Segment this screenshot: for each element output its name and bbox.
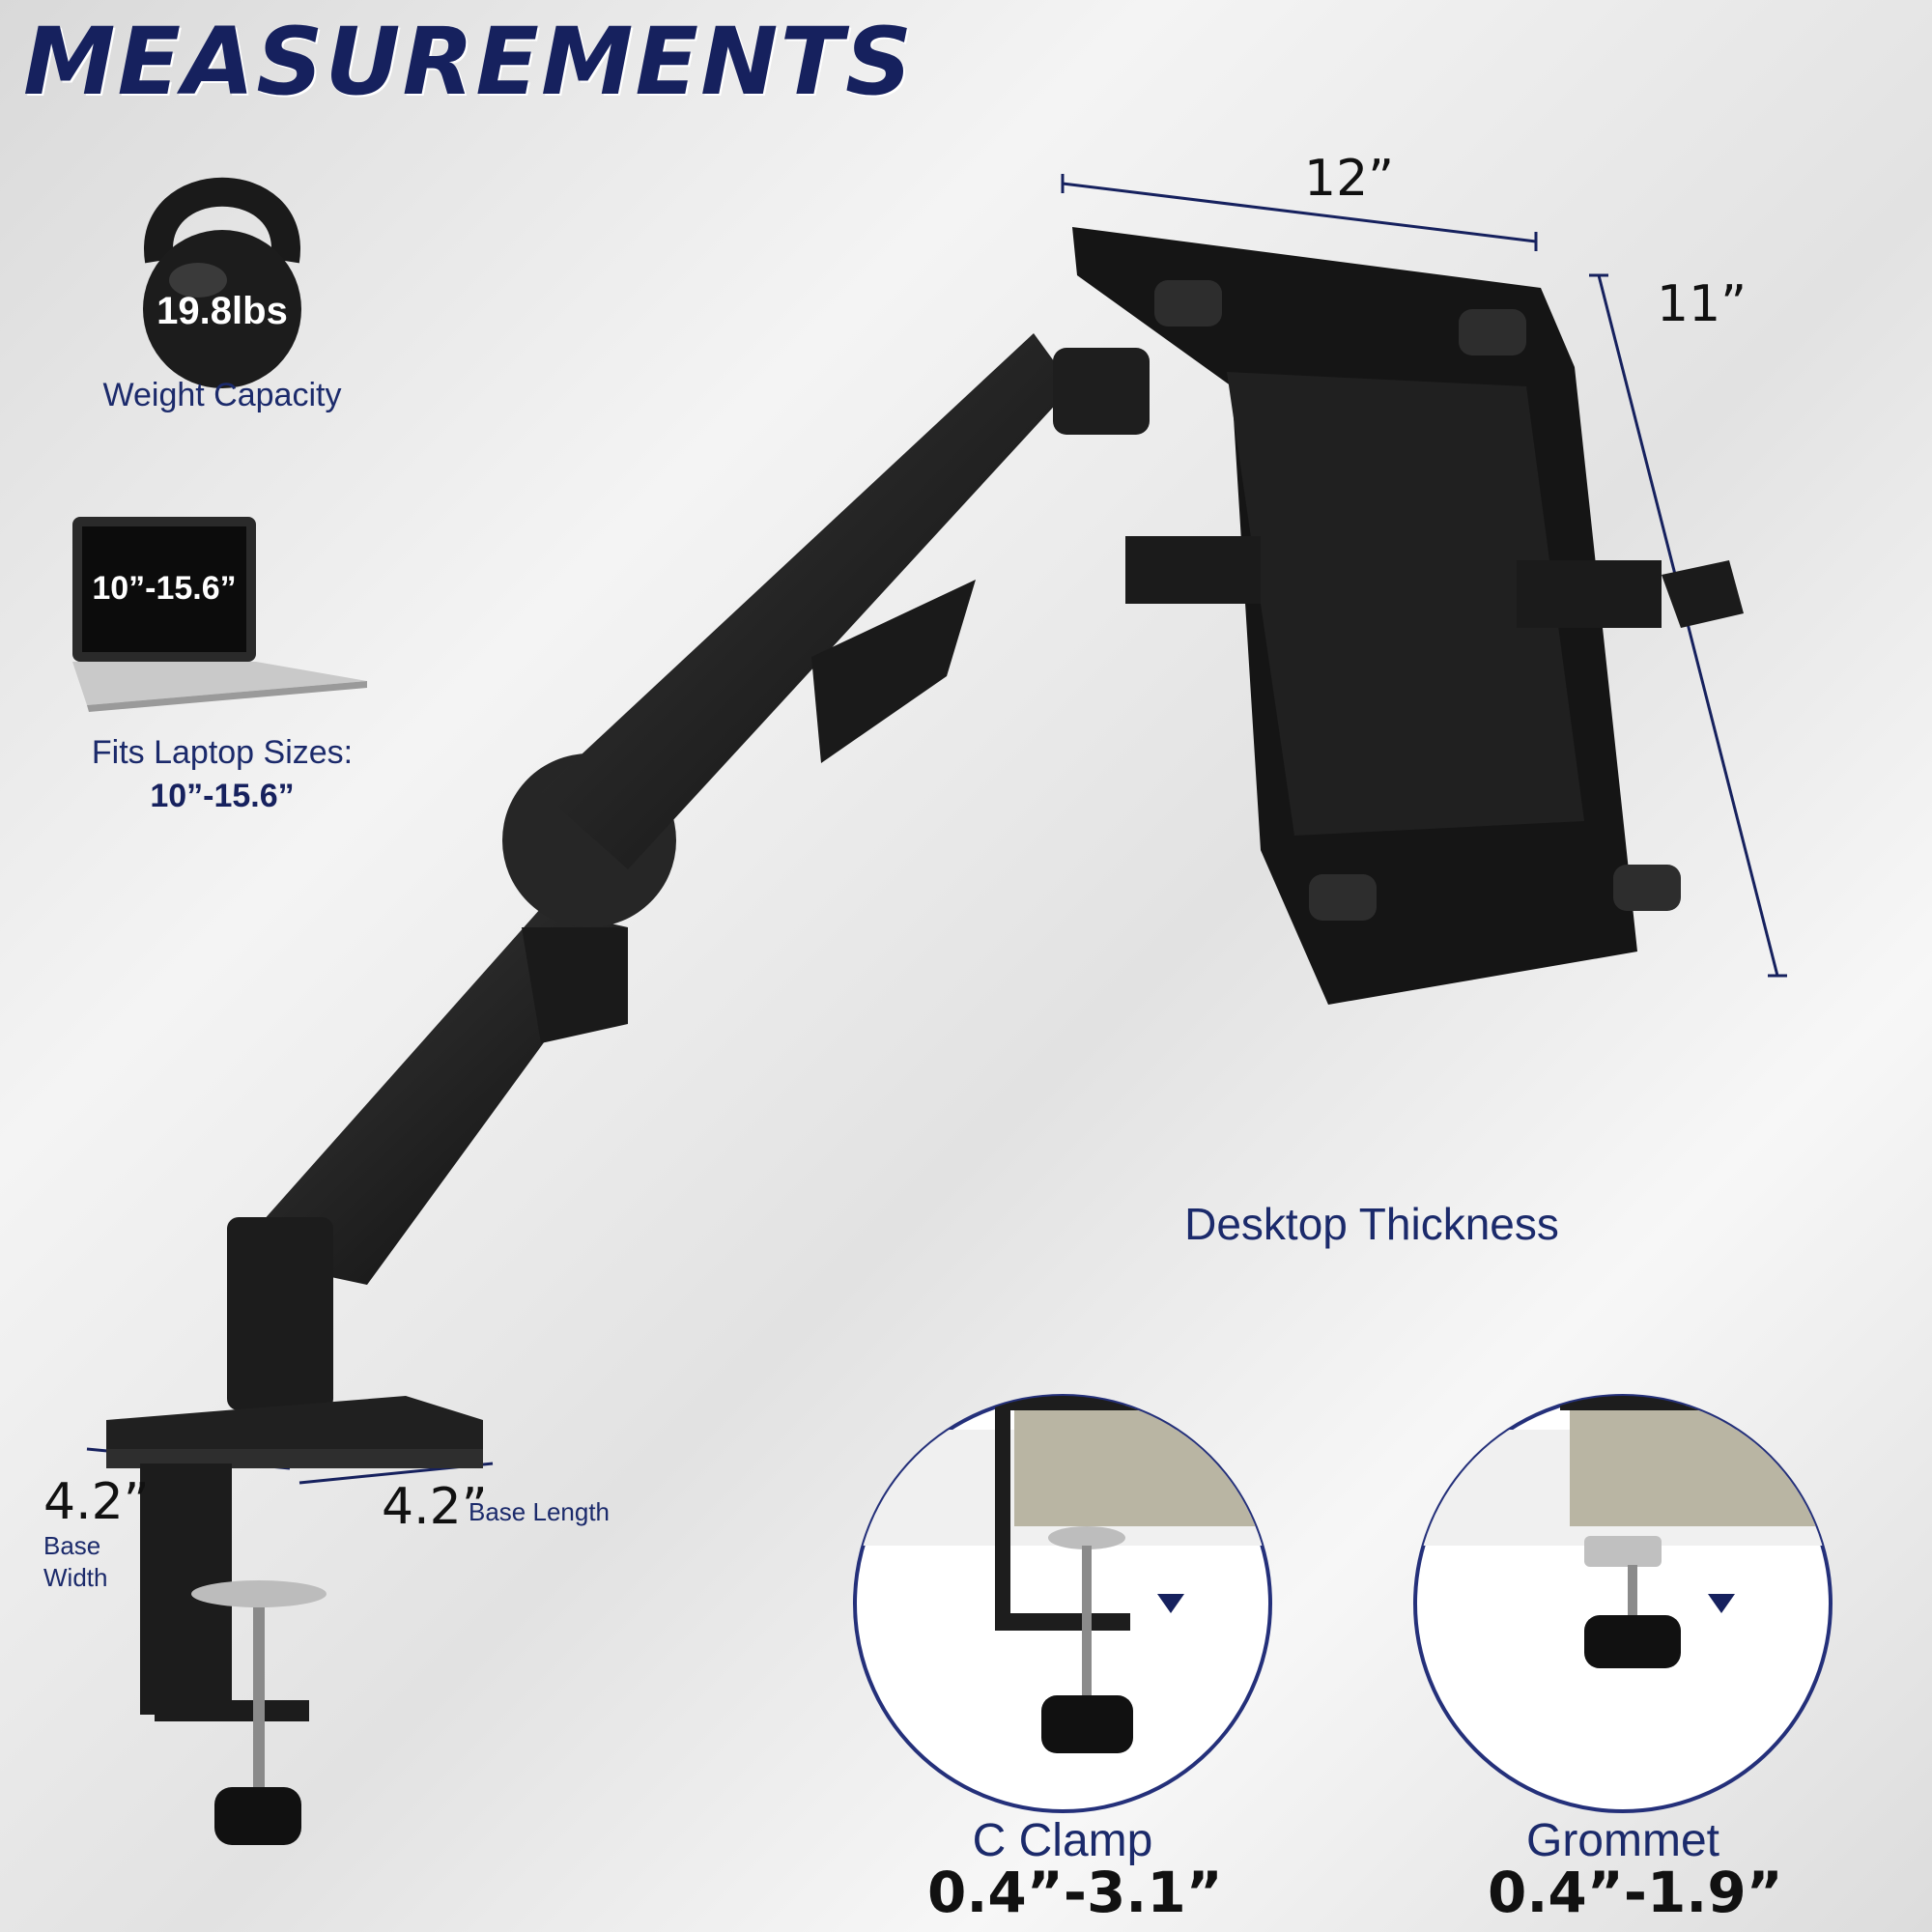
base-length-label: Base Length: [469, 1497, 611, 1526]
base-length-value: 4.2”: [382, 1478, 488, 1536]
laptop-icon: [72, 517, 367, 712]
laptop-screen-text: 10”-15.6”: [92, 570, 237, 607]
tray-width-dimension-line: [1061, 174, 1538, 251]
tray-width-label: 12”: [1304, 150, 1395, 208]
laptop-tray: [1072, 227, 1744, 1005]
base-width-label-line1: Base: [43, 1531, 101, 1560]
desktop-thickness-heading: Desktop Thickness: [1184, 1199, 1559, 1249]
kettlebell-icon: [143, 177, 301, 388]
laptop-sizes: 10”-15.6”: [150, 778, 295, 814]
base-width-value: 4.2”: [43, 1473, 150, 1531]
monitor-arm: [106, 333, 1150, 1845]
base-width-label-line2: Width: [43, 1563, 108, 1592]
weight-caption: Weight Capacity: [102, 377, 342, 413]
grommet-range: 0.4”-1.9”: [1488, 1860, 1783, 1925]
c-clamp-range: 0.4”-3.1”: [927, 1860, 1223, 1925]
laptop-caption: Fits Laptop Sizes:: [91, 734, 354, 771]
grommet-illustration: [1413, 1394, 1833, 1813]
grommet-label: Grommet: [1525, 1815, 1719, 1866]
c-clamp-label: C Clamp: [972, 1815, 1153, 1866]
c-clamp-illustration: [853, 1394, 1272, 1813]
page-title: MEASUREMENTS: [23, 8, 915, 116]
tray-height-label: 11”: [1657, 275, 1747, 333]
weight-value: 19.8lbs: [156, 290, 288, 332]
